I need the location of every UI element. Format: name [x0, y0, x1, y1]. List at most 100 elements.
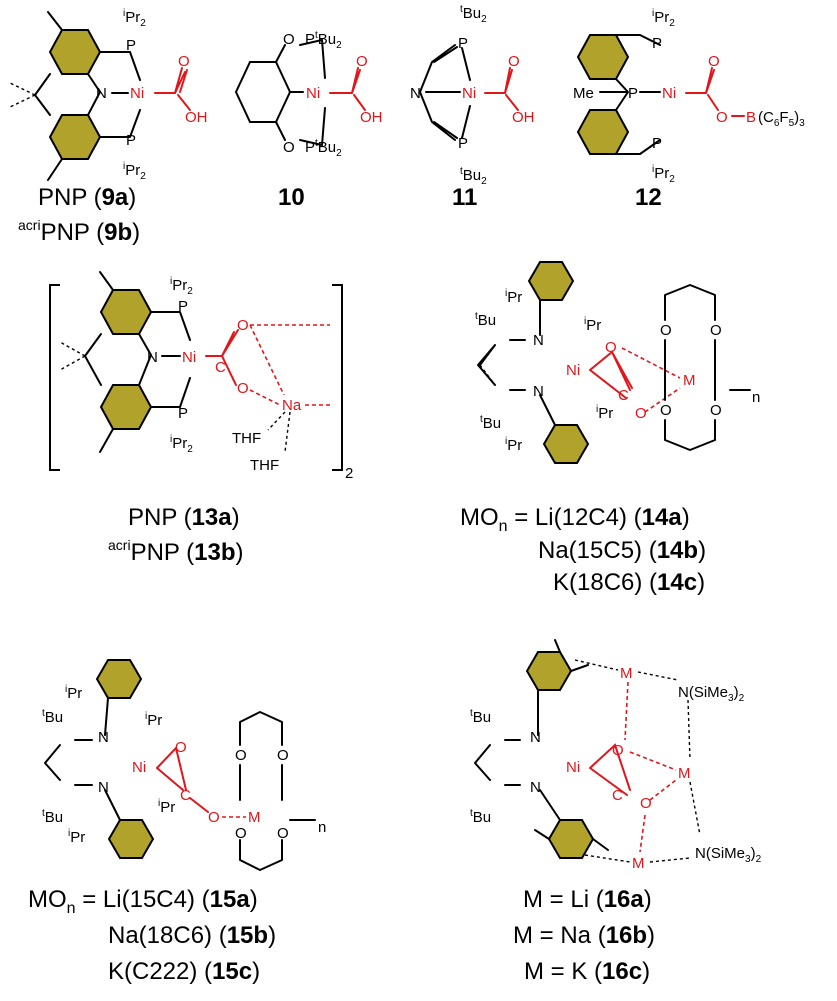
label-12: 12: [635, 184, 662, 211]
atom-M-2: M: [678, 765, 691, 782]
crown-ether: [239, 711, 316, 871]
arene-ring-top: [48, 29, 102, 75]
tBu2-top: tBu2: [460, 4, 487, 25]
atom-P: P: [126, 37, 136, 54]
PtBu2-bottom: PtBu2: [305, 138, 342, 159]
atom-N: N: [147, 349, 158, 366]
atom-P: P: [652, 135, 662, 152]
atom-N: N: [533, 383, 544, 400]
compound-14: N N tBu tBu iPr iPr iPr iPr Ni O C O M O…: [460, 261, 760, 596]
label-16c: M = K (16c): [524, 958, 650, 985]
atom-M: M: [683, 372, 696, 389]
atom-O: O: [283, 31, 295, 48]
atom-P: P: [652, 35, 662, 52]
label-14c: K(18C6) (14c): [553, 569, 705, 596]
label-10: 10: [278, 184, 305, 211]
atom-OH: OH: [360, 109, 383, 126]
bracket-subscript: 2: [345, 465, 353, 482]
atom-O: O: [640, 795, 652, 812]
aryl-ring-top: [525, 651, 573, 691]
atom-Na: Na: [282, 397, 302, 414]
atom-Ni: Ni: [662, 85, 676, 102]
compound-15: N N tBu tBu iPr iPr iPr iPr Ni O C O M O…: [28, 659, 326, 985]
silyl-amide-top: N(SiMe3)2: [678, 684, 745, 704]
aryl-ring-bottom: [107, 819, 155, 859]
dimethyl-bridge: [7, 81, 36, 109]
compound-16: N N tBu tBu Ni O C O M M M N(SiMe3)2 N(S…: [470, 639, 762, 985]
compound-13: 2 N P P iPr2 iPr2 Ni C O O Na THF THF PN…: [49, 271, 353, 566]
iPr2-bottom: iPr2: [170, 434, 193, 455]
atom-C: C: [215, 359, 226, 376]
atom-N: N: [98, 779, 109, 796]
atom-C: C: [618, 387, 629, 404]
atom-Ni: Ni: [130, 85, 144, 102]
tBu-bottom: tBu: [480, 414, 501, 432]
atom-Ni: Ni: [132, 759, 146, 776]
atom-Ni: Ni: [182, 349, 196, 366]
atom-O: O: [660, 402, 672, 419]
bracket-right: [332, 284, 343, 471]
atom-P: P: [178, 405, 188, 422]
BC6F5-group: B: [746, 109, 756, 126]
silyl-amide-bottom: N(SiMe3)2: [695, 845, 762, 865]
atom-N: N: [530, 729, 541, 746]
atom-N: N: [530, 779, 541, 796]
atom-OH: OH: [185, 109, 208, 126]
atom-M: M: [248, 809, 261, 826]
atom-O: O: [356, 53, 368, 70]
label-16b: M = Na (16b): [513, 922, 655, 949]
label-11: 11: [452, 184, 477, 211]
C6F5-3: (C6F5)3: [758, 109, 805, 129]
label-n: n: [752, 389, 760, 406]
atom-O: O: [175, 739, 187, 756]
atom-P: P: [126, 132, 136, 149]
crown-ether: [664, 284, 751, 451]
atom-M-3: M: [632, 855, 645, 872]
atom-M-1: M: [620, 665, 633, 682]
atom-THF: THF: [250, 457, 279, 474]
arene-ring-top: [576, 34, 630, 80]
iPr2-top: iPr2: [123, 8, 146, 29]
arene-ring-bottom: [99, 384, 153, 430]
compound-11: N P P tBu2 tBu2 Ni O OH 11: [410, 4, 535, 211]
compound-12: Me P P P iPr2 iPr2 Ni O O B (C6F5)3 12: [573, 8, 805, 211]
aryl-ring-bottom: [542, 424, 590, 464]
bonds: [34, 11, 141, 181]
atom-O: O: [635, 405, 647, 422]
atom-O: O: [605, 339, 617, 356]
atom-O: O: [612, 742, 624, 759]
atom-O: O: [710, 402, 722, 419]
atom-Ni: Ni: [566, 362, 580, 379]
iPr-2: iPr: [584, 316, 601, 334]
label-15c: K(C222) (15c): [108, 958, 260, 985]
tBu-top: tBu: [42, 708, 63, 726]
atom-P: P: [458, 135, 468, 152]
label-15b: Na(18C6) (15b): [108, 922, 276, 949]
iPr2-bottom: iPr2: [123, 161, 146, 182]
atom-O: O: [237, 380, 249, 397]
aryl-ring-bottom: [547, 819, 595, 859]
atom-N: N: [533, 332, 544, 349]
atom-O: O: [277, 747, 289, 764]
atom-O: O: [208, 809, 220, 826]
atom-O: O: [283, 139, 295, 156]
atom-Ni: Ni: [462, 85, 476, 102]
tBu-top: tBu: [475, 311, 496, 329]
atom-C: C: [180, 787, 191, 804]
atom-P: P: [178, 298, 188, 315]
arene-ring-bottom: [576, 109, 630, 155]
atom-O: O: [508, 53, 520, 70]
iPr-1: iPr: [65, 684, 82, 702]
iPr2-bottom: iPr2: [652, 164, 675, 185]
atom-Me: Me: [573, 85, 594, 102]
atom-O: O: [235, 825, 247, 842]
atom-O: O: [178, 53, 190, 70]
label-9a: PNP (9a): [38, 184, 136, 211]
atom-C: C: [612, 787, 623, 804]
label-13b: acriPNP (13b): [108, 537, 244, 566]
atom-O: O: [277, 825, 289, 842]
atom-P: P: [628, 85, 638, 102]
tBu2-bottom: tBu2: [460, 166, 487, 187]
iPr-2: iPr: [145, 711, 162, 729]
